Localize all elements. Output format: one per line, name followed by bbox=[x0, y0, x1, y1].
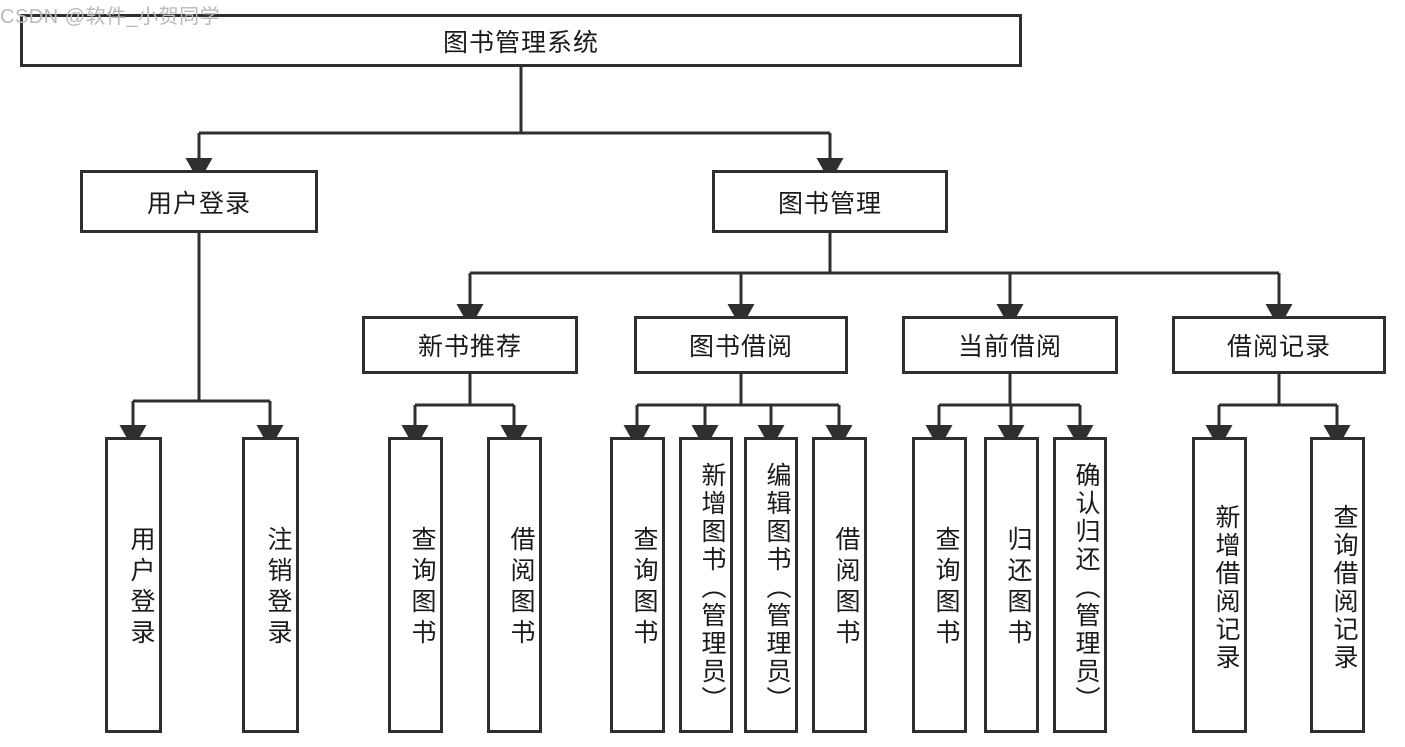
node-label: 查询图书 bbox=[630, 526, 658, 650]
node-leaf-leaf-borrow-book-recommend: 借阅图书 bbox=[487, 437, 542, 733]
node-l2-book-management: 图书管理 bbox=[712, 170, 948, 233]
node-label: 图书借阅 bbox=[688, 333, 793, 361]
node-label: 用户登录 bbox=[146, 189, 251, 218]
node-leaf-leaf-borrow-book: 借阅图书 bbox=[812, 437, 867, 733]
node-label: 用户登录 bbox=[127, 526, 155, 650]
node-leaf-leaf-logout: 注销登录 bbox=[242, 437, 299, 733]
node-label: 借阅记录 bbox=[1226, 333, 1331, 361]
node-leaf-leaf-user-login: 用户登录 bbox=[105, 437, 162, 733]
node-label: 新增借阅记录 bbox=[1212, 504, 1240, 672]
node-l3-borrow-records: 借阅记录 bbox=[1172, 316, 1386, 374]
node-leaf-leaf-query-book-current: 查询图书 bbox=[912, 437, 967, 733]
node-leaf-leaf-query-book-recommend: 查询图书 bbox=[388, 437, 443, 733]
node-label: 新增图书（管理员） bbox=[698, 462, 726, 714]
node-label: 归还图书 bbox=[1004, 526, 1032, 650]
node-leaf-leaf-edit-book-admin: 编辑图书（管理员） bbox=[744, 437, 798, 733]
node-root-root: 图书管理系统 bbox=[20, 14, 1022, 67]
node-l3-new-book-recommend: 新书推荐 bbox=[362, 316, 578, 374]
node-label: 注销登录 bbox=[264, 526, 292, 650]
node-label: 查询图书 bbox=[408, 526, 436, 650]
node-label: 确认归还（管理员） bbox=[1072, 462, 1100, 714]
node-l3-current-borrow: 当前借阅 bbox=[902, 316, 1118, 374]
node-label: 借阅图书 bbox=[832, 526, 860, 650]
node-label: 当前借阅 bbox=[957, 333, 1062, 361]
node-label: 编辑图书（管理员） bbox=[763, 462, 791, 714]
node-leaf-leaf-return-book: 归还图书 bbox=[984, 437, 1039, 733]
node-leaf-leaf-query-borrow-record: 查询借阅记录 bbox=[1310, 437, 1365, 733]
watermark-text: CSDN @软件_小贺同学 bbox=[0, 6, 221, 28]
node-label: 借阅图书 bbox=[507, 526, 535, 650]
node-l3-book-borrow: 图书借阅 bbox=[634, 316, 848, 374]
node-label: 图书管理 bbox=[777, 189, 882, 218]
node-leaf-leaf-confirm-return-admin: 确认归还（管理员） bbox=[1053, 437, 1107, 733]
node-label: 图书管理系统 bbox=[442, 28, 599, 57]
node-label: 查询借阅记录 bbox=[1330, 504, 1358, 672]
node-leaf-leaf-add-book-admin: 新增图书（管理员） bbox=[679, 437, 733, 733]
node-l2-user-login: 用户登录 bbox=[80, 170, 318, 233]
node-leaf-leaf-add-borrow-record: 新增借阅记录 bbox=[1192, 437, 1247, 733]
node-label: 查询图书 bbox=[932, 526, 960, 650]
node-label: 新书推荐 bbox=[417, 333, 522, 361]
node-leaf-leaf-query-book-borrow: 查询图书 bbox=[610, 437, 665, 733]
